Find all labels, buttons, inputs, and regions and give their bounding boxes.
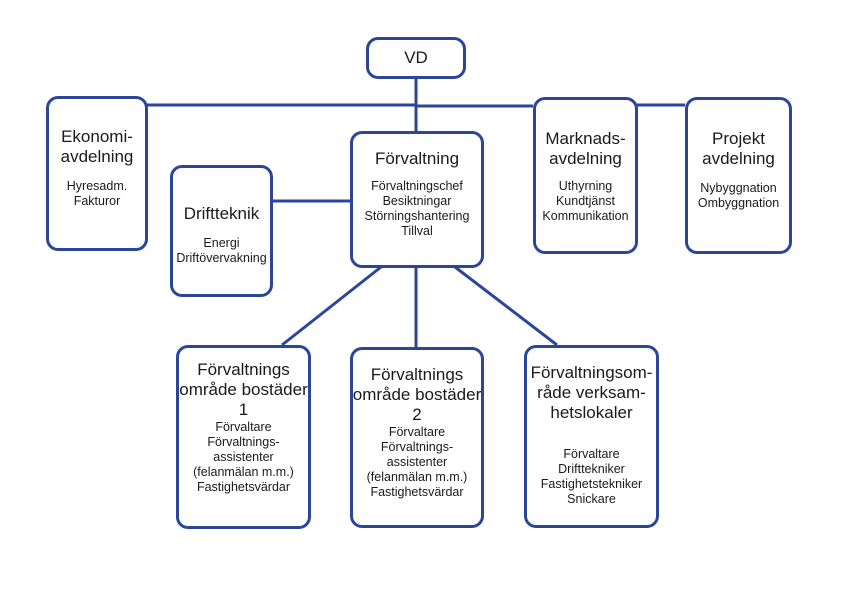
title-line: avdelning [60,147,134,166]
title-line: 1 [238,400,249,419]
node-item: Förvaltare [215,420,272,434]
node-item: Hyresadm. [66,179,128,193]
title-line: Förvaltnings [370,365,464,384]
title-line: VD [404,48,428,67]
node-item: Fastighetsvärdar [196,480,291,494]
node-item: Störningshantering [364,209,470,223]
node-item: Kommunikation [542,209,629,223]
title-line: avdelning [702,149,775,168]
node-item: (felanmälan m.m.) [193,465,294,479]
node-item: Fastighetstekniker [540,477,643,491]
node-item: Nybyggnation [700,181,777,195]
title-line: Förvaltnings [197,360,290,379]
node-item: Uthyrning [558,179,613,193]
node-item: Besiktningar [382,194,452,208]
edge-forvaltning-fo1 [281,265,382,347]
node-item: Snickare [567,492,616,506]
node-item: Förvaltnings- [207,435,280,449]
title-line: Förvaltning [374,149,460,168]
node-item: Förvaltare [563,447,620,461]
node-item: Tillval [401,224,433,238]
node-item: Förvaltare [388,425,446,439]
title-line: Förvaltningsom- [530,363,653,382]
node-item: Ombyggnation [697,196,780,210]
node-item: Förvaltnings- [380,440,454,454]
node-item: assistenter [213,450,274,464]
node-vd: VD [366,37,466,79]
title-line: Marknads- [545,129,626,148]
node-title: Förvaltning [375,149,459,169]
node-item: Driftövervakning [176,251,267,265]
node-items: Hyresadm.Fakturor [67,179,127,209]
node-item: Kundtjänst [555,194,616,208]
node-item: (felanmälan m.m.) [366,470,468,484]
title-line: Projekt [712,129,765,148]
title-line: 2 [412,405,422,424]
node-title: Förvaltningsom-råde verksam-hetslokaler [531,363,653,423]
node-item: Drifttekniker [558,462,625,476]
node-item: Förvaltningschef [371,179,463,193]
title-line: Driftteknik [183,204,260,223]
node-item: Fastighetsvärdar [370,485,464,499]
node-title: Ekonomi-avdelning [61,127,134,167]
title-line: område bostäder [352,385,482,404]
title-line: Ekonomi- [61,127,133,146]
edge-forvaltning-fo3 [454,265,558,347]
node-title: Driftteknik [184,204,260,224]
node-item: assistenter [386,455,448,469]
title-line: hetslokaler [550,403,633,422]
node-title: VD [404,48,428,68]
node-title: Marknads-avdelning [545,129,625,169]
node-item: Energi [203,236,240,250]
title-line: avdelning [549,149,622,168]
title-line: område bostäder [179,380,308,399]
title-line: råde verksam- [537,383,646,402]
node-item: Fakturor [73,194,121,208]
